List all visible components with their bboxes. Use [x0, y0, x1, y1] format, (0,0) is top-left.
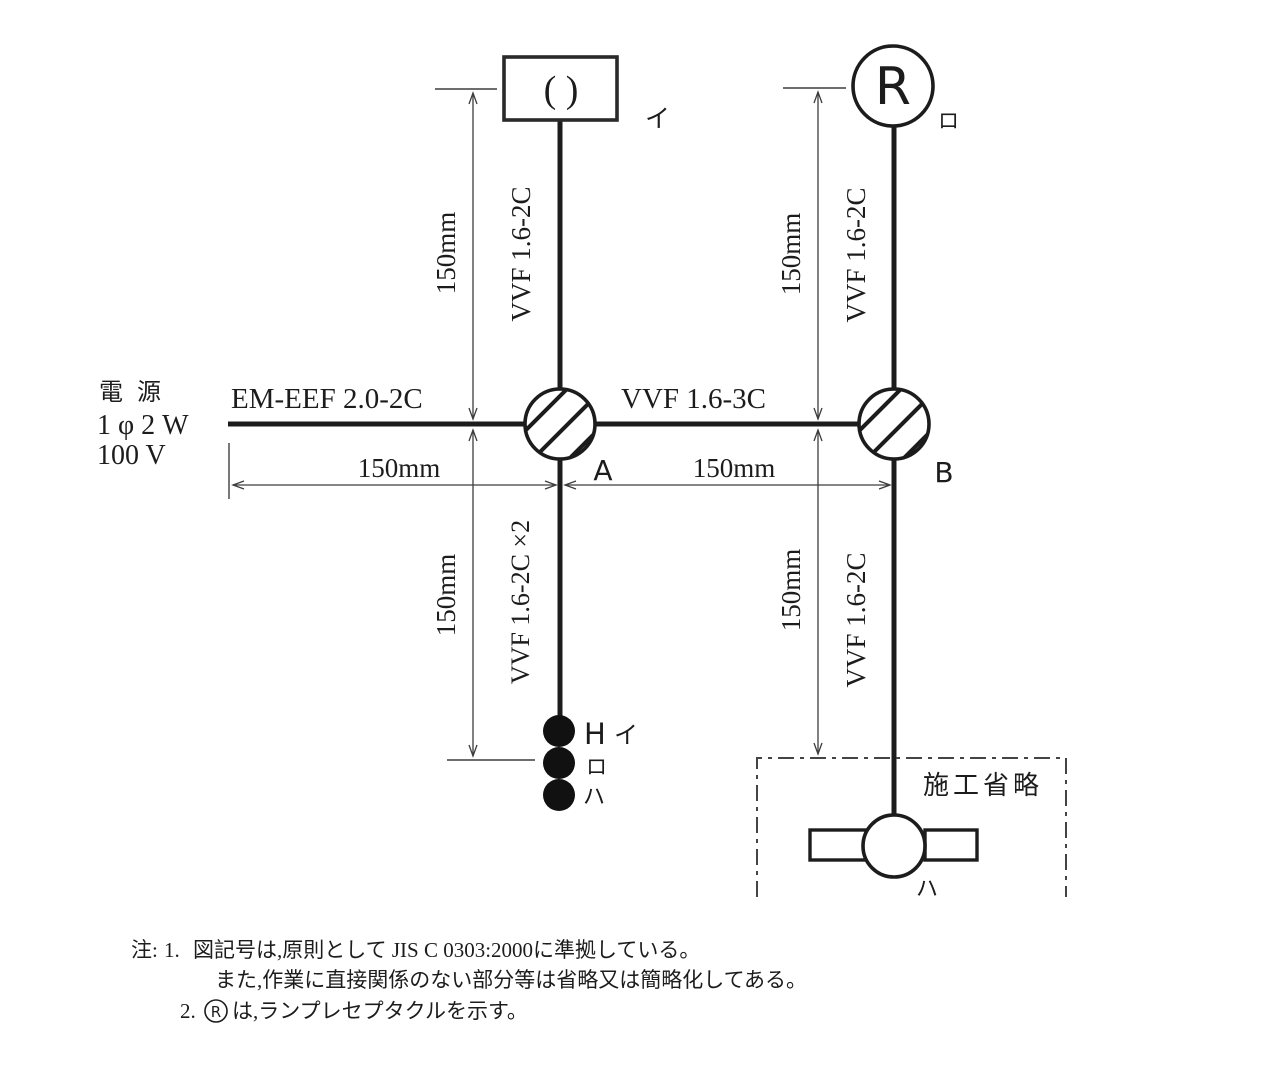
- lamp-receptacle-letter: R: [875, 57, 911, 117]
- ceiling-box-designation: イ: [645, 106, 670, 133]
- junction-box-b-hatch: [859, 389, 929, 459]
- switch-ha-dot: [543, 779, 575, 811]
- cable-label-top-left: VVF 1.6-2C: [506, 186, 536, 321]
- dim-label-left: 150mm: [358, 453, 441, 483]
- switch-i-designation: イ: [614, 723, 638, 749]
- cable-label-top-right: VVF 1.6-2C: [841, 187, 871, 322]
- fluorescent-lamp-left-rect: [808, 828, 868, 862]
- switch-ha-designation: ハ: [583, 784, 605, 809]
- dim-label-top-right: 150mm: [776, 213, 806, 296]
- cable-label-bottom-right: VVF 1.6-2C: [841, 552, 871, 687]
- note2-text: は,ランプレセプタクルを示す。: [232, 999, 528, 1023]
- power-source-voltage: 100 V: [97, 440, 166, 471]
- dim-label-bottom-left: 150mm: [431, 554, 461, 637]
- junction-a-letter: A: [593, 454, 612, 487]
- junction-box-a: [523, 387, 597, 461]
- switch-i-dot: [543, 715, 575, 747]
- notes-heading: 注:: [131, 938, 158, 962]
- note2-number: 2.: [180, 999, 196, 1023]
- dimension-lines: [231, 90, 892, 758]
- junction-box-a-circle: [523, 387, 597, 461]
- ceiling-box-symbol: ( ): [544, 69, 579, 111]
- power-source-label: 電 源: [99, 379, 165, 406]
- note2-circled-r-letter: R: [211, 1003, 221, 1021]
- cable-label-ab: VVF 1.6-3C: [621, 383, 766, 415]
- receptacle-designation: ロ: [938, 109, 959, 133]
- dim-label-bottom-right: 150mm: [776, 549, 806, 632]
- power-source-phase: 1 φ 2 W: [97, 410, 189, 441]
- junction-box-b-circle: [857, 387, 931, 461]
- fluorescent-lamp-circle: [861, 813, 927, 879]
- fluorescent-lamp-designation: ハ: [916, 876, 938, 901]
- note1-number: 1.: [164, 938, 180, 962]
- fluorescent-lamp-right-rect: [923, 828, 979, 862]
- switch-group: [543, 715, 575, 811]
- ceiling-box-device: ( ): [502, 55, 619, 122]
- note1-line1: 図記号は,原則として JIS C 0303:2000に準拠している。: [193, 938, 700, 962]
- cable-label-source: EM-EEF 2.0-2C: [231, 383, 423, 415]
- note1-line2: また,作業に直接関係のない部分等は省略又は簡略化してある。: [215, 968, 807, 992]
- junction-b-letter: B: [934, 456, 953, 489]
- dim-label-right: 150mm: [693, 453, 776, 483]
- note2-circled-r-icon: [204, 999, 228, 1023]
- lamp-receptacle-circle: [851, 44, 935, 128]
- omission-boundary-box: [756, 757, 1067, 897]
- dimension-ticks: [228, 87, 846, 761]
- notes-block: 注: 1. 図記号は,原則として JIS C 0303:2000に準拠している。…: [131, 938, 807, 1023]
- lamp-receptacle-device: R: [851, 44, 935, 128]
- switch-ro-designation: ロ: [586, 755, 607, 779]
- switch-ro-dot: [543, 747, 575, 779]
- switch-h-mark: H: [584, 717, 606, 751]
- ceiling-box-rect: [502, 55, 619, 122]
- junction-box-a-hatch: [525, 389, 595, 459]
- fluorescent-lamp-device: [808, 813, 979, 879]
- cable-label-bottom-left: VVF 1.6-2C ×2: [506, 520, 535, 684]
- omission-label: 施工省略: [923, 771, 1043, 800]
- dim-label-top-left: 150mm: [431, 212, 461, 295]
- junction-box-b: [857, 387, 931, 461]
